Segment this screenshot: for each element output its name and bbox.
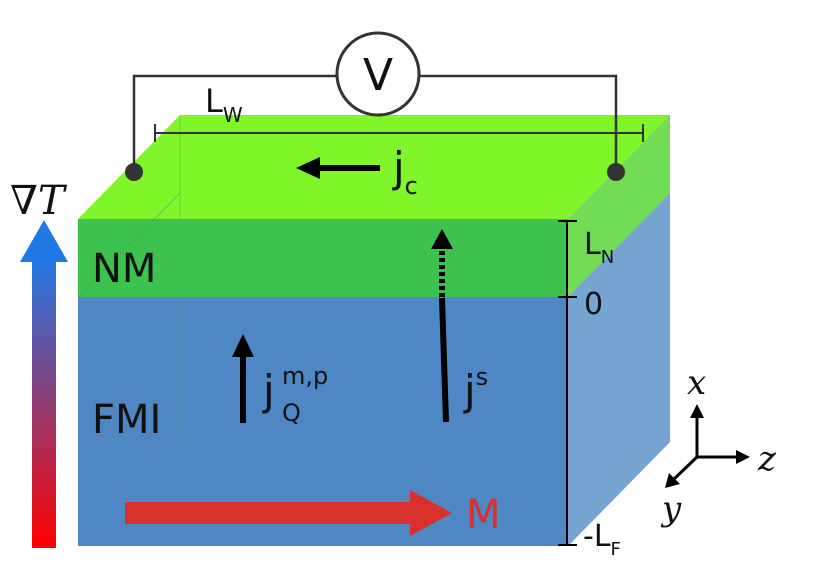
magnetization-arrow-shaft bbox=[125, 502, 415, 524]
fmi-layer-label: FMI bbox=[92, 397, 161, 443]
x-axis-arrow-head bbox=[690, 404, 704, 418]
nm-layer-label: NM bbox=[92, 246, 156, 292]
contact-left bbox=[125, 163, 143, 181]
thickness-label-bottom: -LF bbox=[583, 519, 621, 560]
slab bbox=[77, 115, 670, 546]
charge-current-arrow-head bbox=[296, 157, 320, 179]
charge-current: jc bbox=[296, 143, 418, 200]
thickness-axis: LN 0 -LF bbox=[558, 220, 621, 560]
heat-current-main: j bbox=[262, 366, 275, 415]
hidden-edge bbox=[77, 192, 181, 298]
heat-current-arrow-head bbox=[232, 334, 254, 357]
charge-current-label: jc bbox=[392, 143, 418, 200]
gradient-arrow-shaft bbox=[32, 258, 56, 548]
nm-side-face bbox=[568, 115, 670, 297]
x-axis-label: x bbox=[687, 363, 706, 403]
wire-left bbox=[132, 74, 337, 172]
thickness-label-zero: 0 bbox=[584, 287, 603, 322]
z-axis-label: z bbox=[757, 439, 777, 479]
gradient-label: ∇T bbox=[10, 178, 68, 224]
spin-current-arrow-solid bbox=[439, 297, 449, 423]
thickness-label-top: LN bbox=[584, 227, 614, 268]
nm-front-face bbox=[78, 219, 568, 297]
heat-current-sub: Q bbox=[282, 399, 301, 427]
spin-current: js bbox=[431, 229, 488, 423]
z-axis-arrow-head bbox=[736, 450, 750, 464]
voltmeter bbox=[335, 31, 421, 117]
magnetization-arrow-head bbox=[410, 490, 452, 536]
width-dimension: LW bbox=[154, 82, 644, 142]
y-axis-arrow-head bbox=[665, 473, 680, 488]
voltmeter-symbol: V bbox=[363, 50, 393, 101]
contact-right bbox=[607, 163, 625, 181]
y-axis-label: y bbox=[660, 489, 682, 529]
coordinate-axes: x z y bbox=[660, 363, 777, 529]
magnetization: M bbox=[125, 490, 501, 538]
magnetization-label: M bbox=[466, 492, 501, 538]
width-label: LW bbox=[205, 82, 243, 127]
gradient-arrow-head bbox=[20, 220, 68, 262]
heat-current: j m,p Q bbox=[232, 334, 328, 427]
spin-current-label: js bbox=[463, 363, 488, 415]
temperature-gradient: ∇T bbox=[10, 178, 68, 548]
fmi-side-face bbox=[568, 193, 670, 546]
spin-current-arrow-head bbox=[431, 229, 453, 249]
heat-current-sup: m,p bbox=[282, 362, 328, 390]
voltmeter-circuit: V bbox=[125, 31, 625, 181]
y-axis-line bbox=[671, 455, 699, 482]
wire-right bbox=[419, 74, 618, 172]
